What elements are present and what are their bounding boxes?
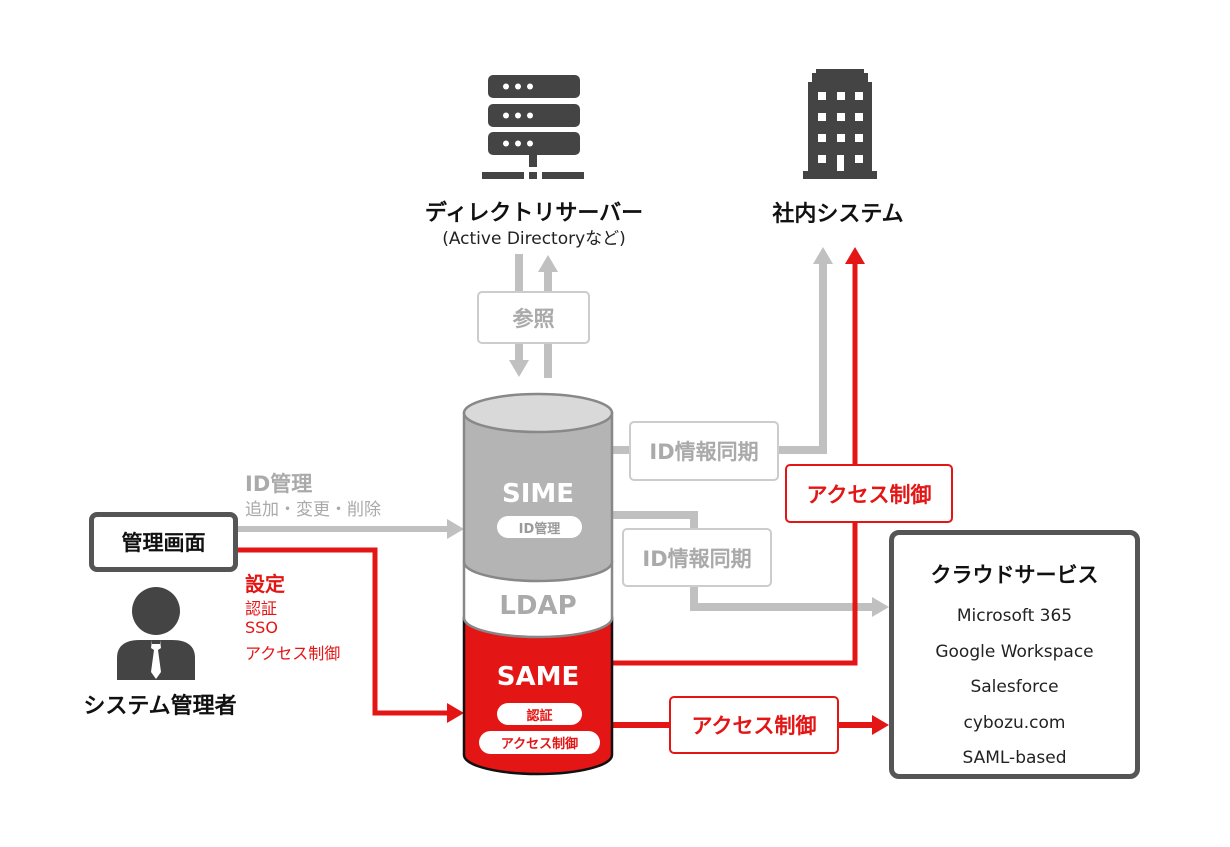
access-control-to-cloud-arrowhead (872, 715, 889, 735)
access-control-top-label: アクセス制御 (806, 482, 932, 507)
access-control-bottom-box: アクセス制御 (669, 696, 839, 754)
office-building-icon (803, 69, 877, 179)
admin-user-label: システム管理者 (83, 694, 237, 719)
admin-screen-label: 管理画面 (121, 531, 206, 555)
same-title: SAME (496, 662, 580, 692)
admin-screen-box[interactable]: 管理画面 (89, 512, 238, 572)
cloud-service-item: Google Workspace (935, 641, 1094, 662)
cloud-services-title: クラウドサービス (930, 563, 1099, 587)
settings-item: SSO (245, 618, 278, 637)
reference-label: 参照 (512, 306, 555, 331)
id-sync-to-cloud-arrowhead (872, 597, 889, 617)
business-person-icon (117, 587, 195, 680)
access-control-to-internal-arrowhead (845, 247, 865, 264)
cloud-service-item: cybozu.com (963, 712, 1066, 733)
id-management-arrowhead (447, 519, 464, 539)
directory-server-title: ディレクトリサーバー (424, 201, 644, 226)
sime-badge-label: ID管理 (518, 521, 561, 537)
cloud-services-box: クラウドサービス Microsoft 365 Google Workspace … (889, 530, 1140, 779)
access-control-to-internal-arrow (612, 262, 858, 666)
ldap-segment (462, 560, 614, 639)
directory-server-subtitle: (Active Directoryなど) (442, 229, 626, 249)
server-rack-icon (482, 75, 584, 179)
access-control-top-box: アクセス制御 (785, 464, 953, 523)
id-sync-bottom-label: ID情報同期 (642, 546, 752, 571)
id-sync-bottom-box: ID情報同期 (622, 528, 772, 587)
same-badge-access-label: アクセス制御 (500, 737, 579, 752)
settings-arrowhead (447, 703, 464, 723)
reference-up-arrowhead (538, 255, 558, 272)
id-management-title: ID管理 (245, 472, 313, 496)
same-badge-auth: 認証 (497, 703, 582, 725)
reference-down-arrowhead (509, 360, 529, 377)
cloud-service-item: Salesforce (970, 677, 1059, 697)
cloud-service-item: Microsoft 365 (956, 606, 1073, 626)
id-management-detail: 追加・変更・削除 (245, 500, 381, 520)
access-control-bottom-label: アクセス制御 (691, 714, 817, 738)
ldap-title: LDAP (499, 591, 577, 621)
id-sync-top-box: ID情報同期 (629, 421, 779, 481)
cloud-service-item: SAML-based (962, 748, 1067, 768)
reference-box: 参照 (477, 291, 590, 344)
settings-item: アクセス制御 (245, 644, 341, 663)
id-sync-top-label: ID情報同期 (649, 440, 759, 464)
settings-item: 認証 (245, 599, 278, 618)
sime-title: SIME (501, 479, 575, 509)
same-badge-auth-label: 認証 (526, 708, 553, 724)
same-badge-access: アクセス制御 (479, 731, 600, 754)
sime-badge: ID管理 (497, 516, 582, 538)
id-sync-to-internal-arrowhead (813, 247, 833, 264)
sime-segment (462, 392, 614, 583)
settings-title: 設定 (245, 572, 285, 596)
internal-system-title: 社内システム (772, 202, 904, 227)
settings-arrow (237, 547, 449, 716)
id-management-arrow-line (237, 526, 449, 532)
